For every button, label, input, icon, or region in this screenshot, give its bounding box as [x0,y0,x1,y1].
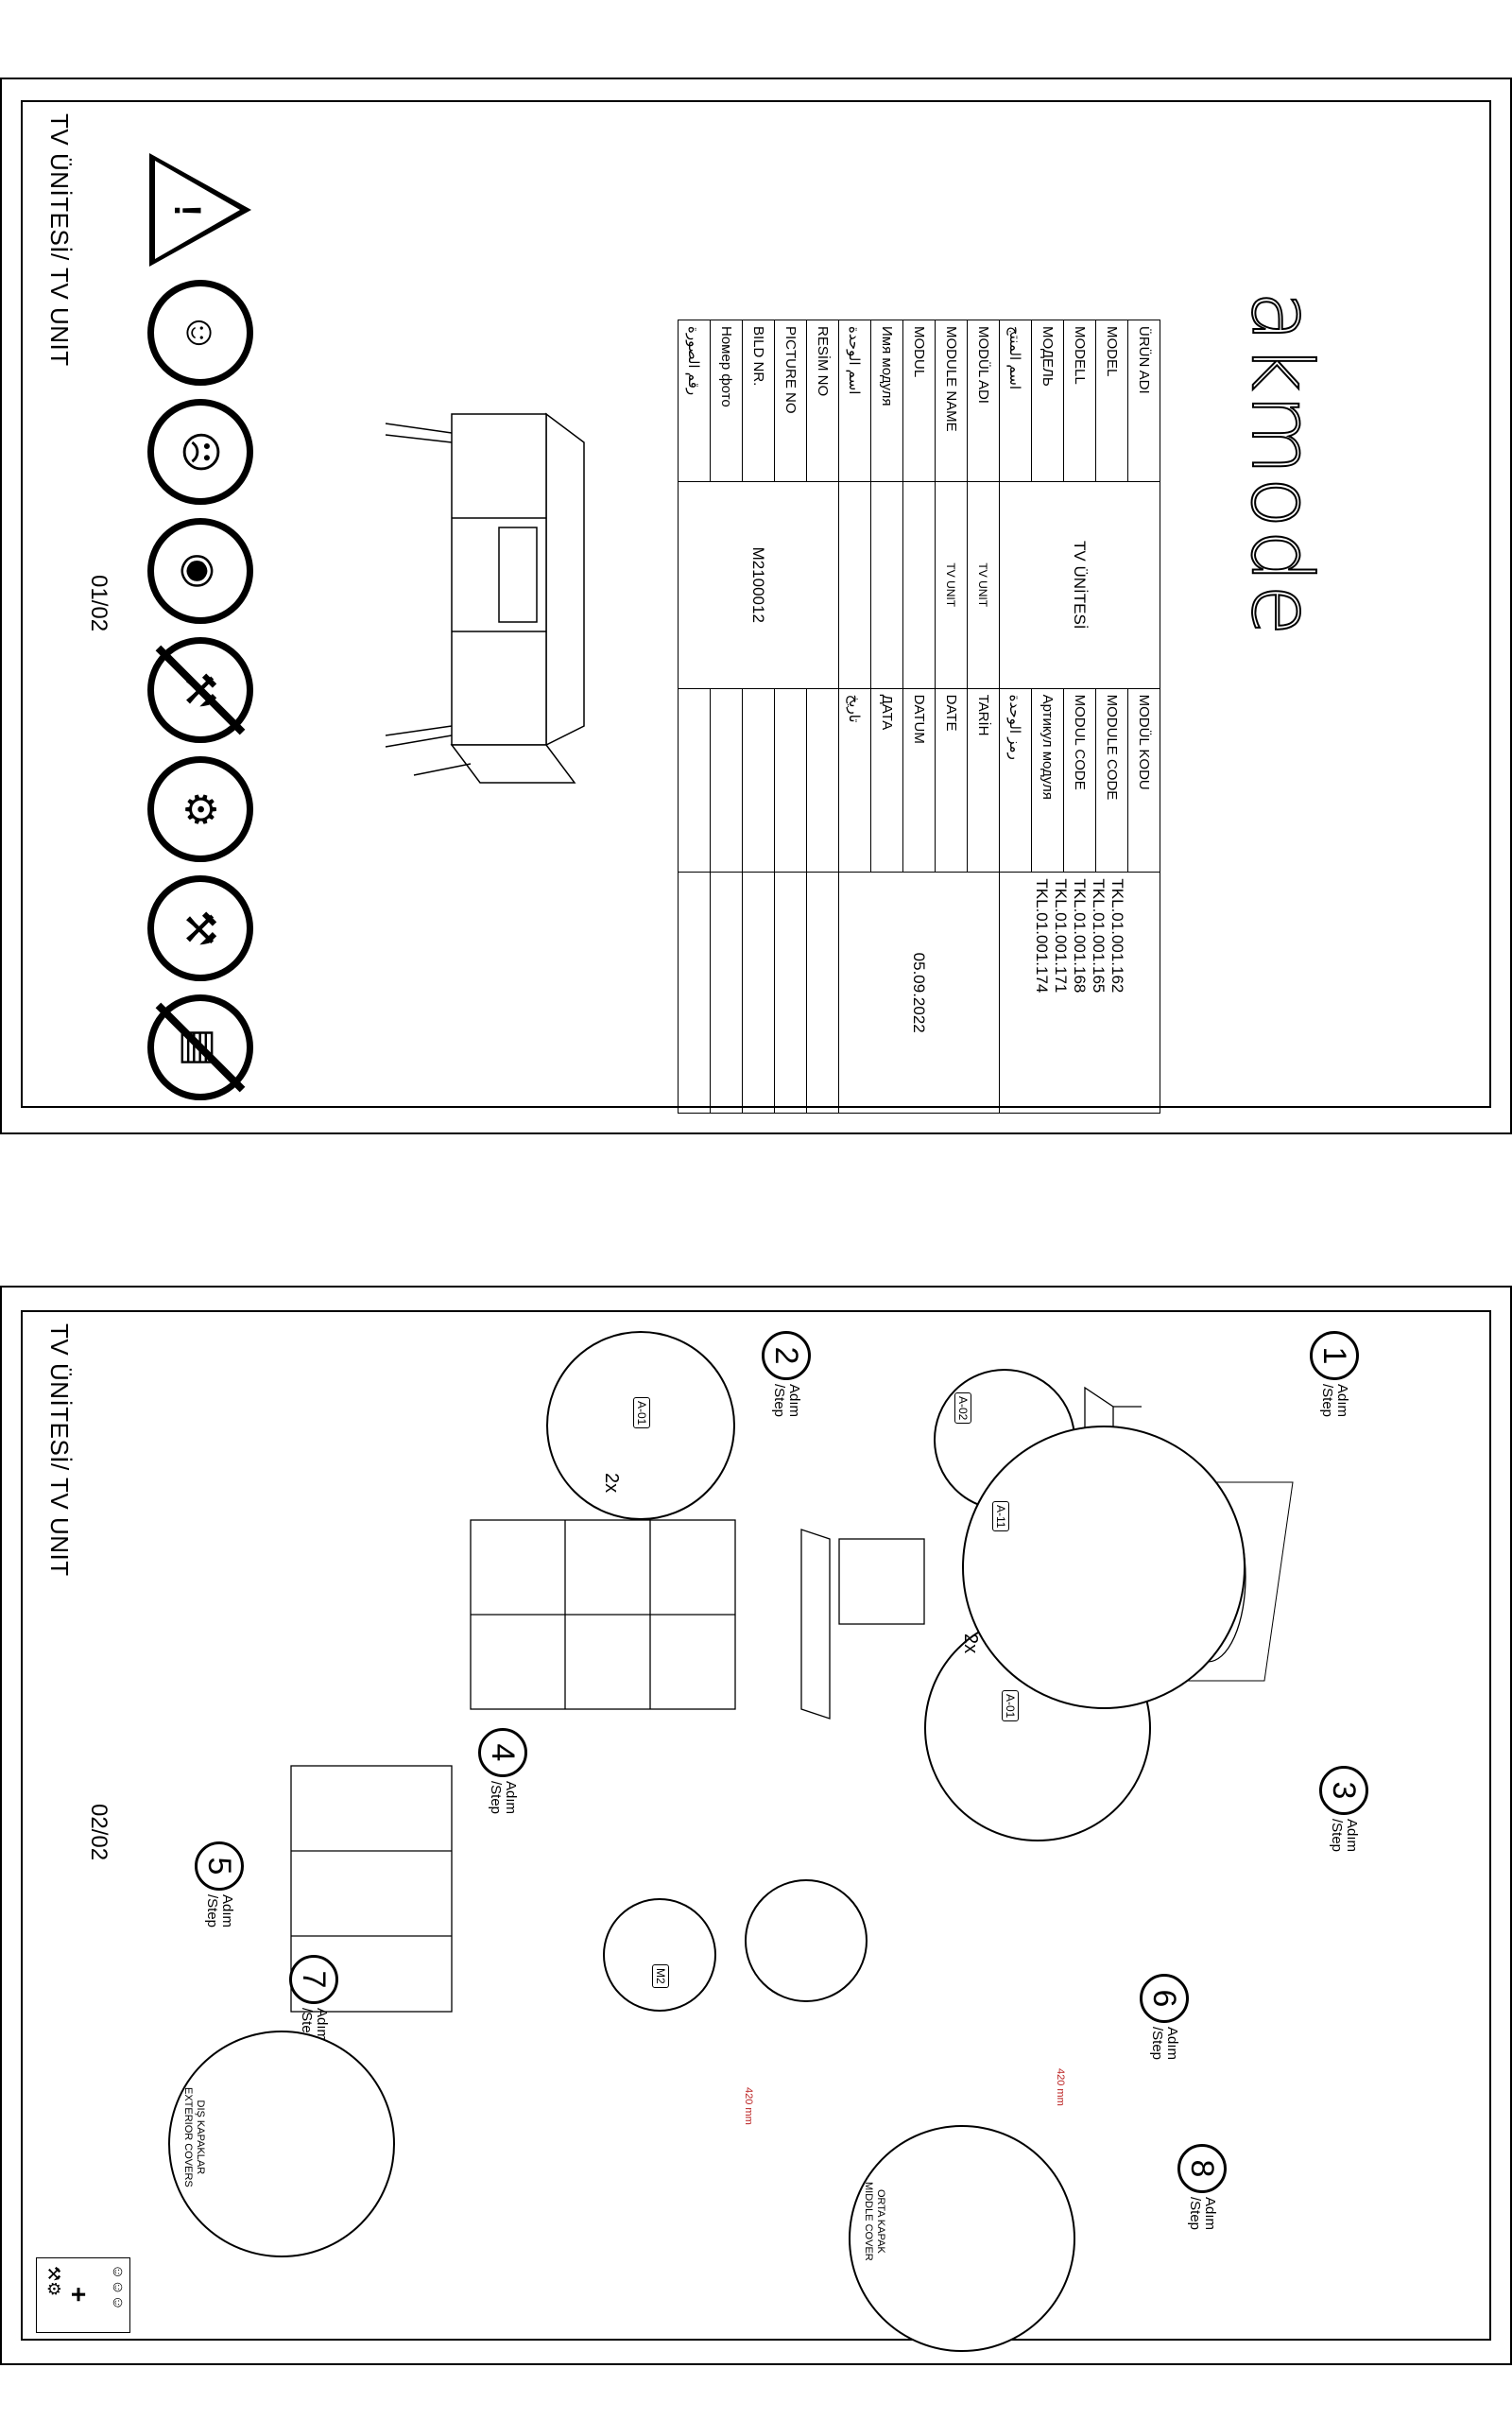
module-codes: TKL.01.001.162 TKL.01.001.165 TKL.01.001… [999,872,1160,1114]
label-datum: DATUM [902,688,936,873]
step-5-drawing [290,1765,453,2013]
person-icon: ☹ [147,399,253,505]
screwdriver-set-icon: ⚙ [147,756,253,862]
part-tag-a01-step2: A-01 [633,1397,650,1429]
page-2-title: TV ÜNİTESİ/ TV UNIT [45,1323,74,1577]
no-floor-icon: ▤ [147,994,253,1100]
warning-triangle-icon: ! [149,153,251,267]
step-6-number: 6 [1140,1974,1189,2023]
tools-icon: ⚒⚙ [44,2266,63,2297]
label-module-name-ar: اسم الوحدة [838,320,871,482]
page-2-number: 02/02 [86,1804,112,1861]
step-5-number: 5 [195,1841,244,1891]
page-2-inner-frame [21,1310,1491,2341]
label-module-code-ar: رمز الوحدة [999,688,1032,873]
count-two-step3: 2x [960,1634,981,1654]
count-two-step2: 2x [601,1473,622,1494]
label-date: DATE [935,688,968,873]
part-tag-a02: A-02 [954,1392,971,1425]
code-2: TKL.01.001.165 [1090,878,1108,994]
label-date-ru: ДАТА [870,688,903,873]
label-photo-ru: Номер фото [710,320,743,482]
step-2-number: 2 [762,1331,811,1380]
info-table: ÜRÜN ADI TV ÜNİTESİ MODÜL KODU TKL.01.00… [678,320,1160,1114]
module-value-1: TV UNIT [967,481,1000,689]
code-5: TKL.01.001.174 [1033,878,1052,994]
label-modell: MODELL [1063,320,1096,482]
brand-logo: akmode [1232,290,1332,638]
part-tag-a11: A-11 [992,1501,1009,1532]
step-7-number: 7 [289,1955,338,2004]
label-picture-no: PICTURE NO [774,320,807,482]
part-tag-a01-step3: A-01 [1002,1690,1019,1722]
page-1-outer-frame [0,78,1512,1134]
step-2-label: 2 Adım/Step [762,1331,811,1417]
step-8-number: 8 [1177,2144,1227,2193]
label-article-ru: Артикул модуля [1031,688,1064,873]
label-urun-adi: ÜRÜN ADI [1127,320,1160,482]
step-3-number: 3 [1319,1766,1368,1815]
label-modul: MODUL [902,320,936,482]
date-value: 05.09.2022 [838,872,1000,1114]
plus-sign: + [64,2287,94,2303]
hammer-icon: ⚒ [147,875,253,981]
step-5-label: 5 Adım/Step [195,1841,244,1927]
label-model: MODEL [1095,320,1128,482]
label-model-ru: МОДЕЛЬ [1031,320,1064,482]
tape-measure-icon: ◉ [147,518,253,624]
no-drill-icon: ⚒ [147,637,253,743]
code-4: TKL.01.001.171 [1052,878,1071,994]
label-resim-no: RESİM NO [806,320,839,482]
step-2-drawing [800,1529,925,1720]
code-1: TKL.01.001.162 [1108,878,1127,994]
product-value: TV ÜNİTESİ [999,481,1160,689]
dimension-2: 420 mm [743,2087,754,2125]
page-1-content: TV ÜNİTESİ/ TV UNIT 01/02 ! ☺ ☹ ◉ ⚒ ⚙ ⚒ … [21,102,1472,1114]
people-icon: ☺☺☺ [110,2264,126,2311]
label-product-ar: اسم المنتج [999,320,1032,482]
label-modul-kodu: MODÜL KODU [1127,688,1160,873]
two-people-icon: ☺ [147,280,253,386]
dimension-1: 420 mm [1055,2068,1066,2106]
step-7-label: 7 Adım/Step [289,1955,338,2041]
page-2-outer-frame [0,1286,1512,2365]
label-date-ar: تاريخ [838,688,871,873]
step-6-detail-callout-2 [603,1898,716,2012]
page-1-number: 01/02 [86,575,112,632]
code-3: TKL.01.001.168 [1071,878,1090,994]
tv-unit-illustration [385,412,585,784]
step-6-detail-callout-1 [745,1879,868,2002]
picture-value: M2100012 [678,481,839,689]
info-table-grid: ÜRÜN ADI TV ÜNİTESİ MODÜL KODU TKL.01.00… [678,320,1160,1114]
step-6-label: 6 Adım/Step [1140,1974,1189,2060]
tools-box: ☺☺☺ + ⚒⚙ [36,2257,130,2333]
step-8-label: 8 Adım/Step [1177,2144,1227,2230]
label-photo-ar: رقم الصورة [678,320,711,482]
module-value-2: TV UNIT [935,481,968,689]
label-tarih: TARİH [967,688,1000,873]
label-module-name-ru: Имя модуля [870,320,903,482]
label-bild-nr: BILD NR. [742,320,775,482]
label-modul-adi: MODÜL ADI [967,320,1000,482]
page-2-content: TV ÜNİTESİ/ TV UNIT 02/02 1 Adım/Step 2 … [21,1312,1472,2352]
page-1-title: TV ÜNİTESİ/ TV UNIT [45,113,74,367]
part-tag-m2: M2 [652,1964,669,1988]
step-3-detail-callout-large [962,1426,1246,1709]
step-4-drawing [470,1519,736,1710]
note-middle-cover: ORTA KAPAK MIDDLE COVER [863,2182,886,2261]
step-3-label: 3 Adım/Step [1319,1766,1368,1852]
label-modul-code: MODUL CODE [1063,688,1096,873]
warning-icons: ! ☺ ☹ ◉ ⚒ ⚙ ⚒ ▤ [147,153,253,1100]
label-module-code: MODULE CODE [1095,688,1128,873]
label-module-name: MODULE NAME [935,320,968,482]
page-1-inner-frame [21,100,1491,1108]
note-exterior-covers: DIŞ KAPAKLAR EXTERIOR COVERS [182,2087,206,2187]
